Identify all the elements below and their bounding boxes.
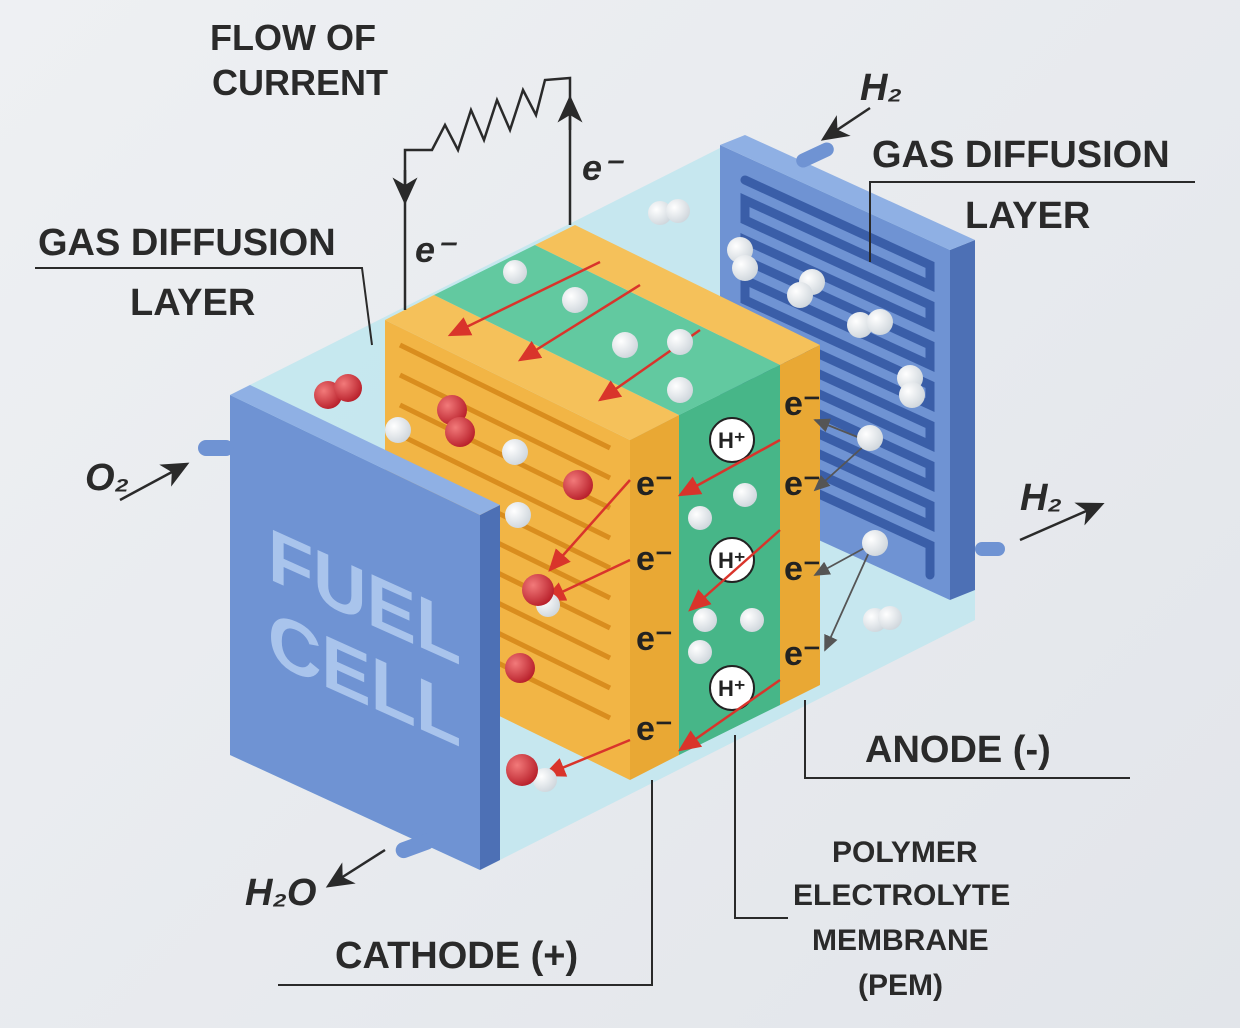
svg-text:e⁻: e⁻ (784, 465, 821, 503)
svg-text:e⁻: e⁻ (784, 635, 821, 673)
svg-text:e⁻: e⁻ (636, 540, 673, 578)
hydrogen-inlet-label: H₂ (860, 67, 902, 109)
svg-text:MEMBRANE: MEMBRANE (812, 924, 989, 957)
oxygen-molecules (314, 374, 593, 786)
electron-down-label: e⁻ (415, 229, 458, 270)
svg-text:(PEM): (PEM) (858, 969, 943, 1002)
svg-text:e⁻: e⁻ (636, 465, 673, 503)
electron-flow-arrows (447, 260, 781, 777)
anode-callout: ANODE (-) (804, 700, 1130, 779)
pem-callout: POLYMER ELECTROLYTE MEMBRANE (PEM) (734, 735, 1010, 1002)
anode-layer (780, 345, 820, 705)
electron-up-label: e⁻ (582, 147, 625, 188)
hydrogen-split-arrows (813, 418, 871, 652)
svg-text:e⁻: e⁻ (784, 385, 821, 423)
svg-text:H⁺: H⁺ (718, 676, 746, 701)
svg-text:e⁻: e⁻ (784, 550, 821, 588)
svg-text:GAS DIFFUSION: GAS DIFFUSION (872, 134, 1170, 176)
cathode-gas-diffusion-plate: FUEL CELL (198, 385, 500, 870)
hydrogen-molecules (385, 199, 925, 792)
svg-text:POLYMER: POLYMER (832, 836, 978, 869)
flow-of-current-label-1: FLOW OF (210, 17, 376, 58)
electron-labels: e⁻ e⁻ e⁻ e⁻ e⁻ e⁻ e⁻ e⁻ (636, 385, 821, 748)
svg-text:GAS DIFFUSION: GAS DIFFUSION (38, 222, 336, 264)
svg-text:ELECTROLYTE: ELECTROLYTE (793, 879, 1010, 912)
svg-text:CATHODE (+): CATHODE (+) (335, 935, 578, 977)
svg-text:e⁻: e⁻ (636, 710, 673, 748)
gdl-right-callout: GAS DIFFUSION LAYER (869, 134, 1195, 262)
oxygen-inlet-label: O₂ (85, 457, 129, 499)
svg-text:H⁺: H⁺ (718, 428, 746, 453)
external-circuit (392, 76, 583, 310)
proton-badges: H⁺ H⁺ H⁺ (709, 417, 755, 711)
cathode-callout: CATHODE (+) (278, 780, 653, 986)
svg-text:LAYER: LAYER (130, 282, 255, 324)
svg-text:e⁻: e⁻ (636, 620, 673, 658)
water-outlet-label: H₂O (245, 872, 317, 914)
hydrogen-outlet-label: H₂ (1020, 477, 1062, 519)
svg-text:ANODE (-): ANODE (-) (865, 729, 1051, 771)
gdl-left-callout: GAS DIFFUSION LAYER (35, 222, 373, 346)
svg-text:LAYER: LAYER (965, 195, 1090, 237)
flow-of-current-label-2: CURRENT (212, 62, 388, 103)
svg-text:H⁺: H⁺ (718, 548, 746, 573)
cathode-layer (630, 415, 679, 780)
